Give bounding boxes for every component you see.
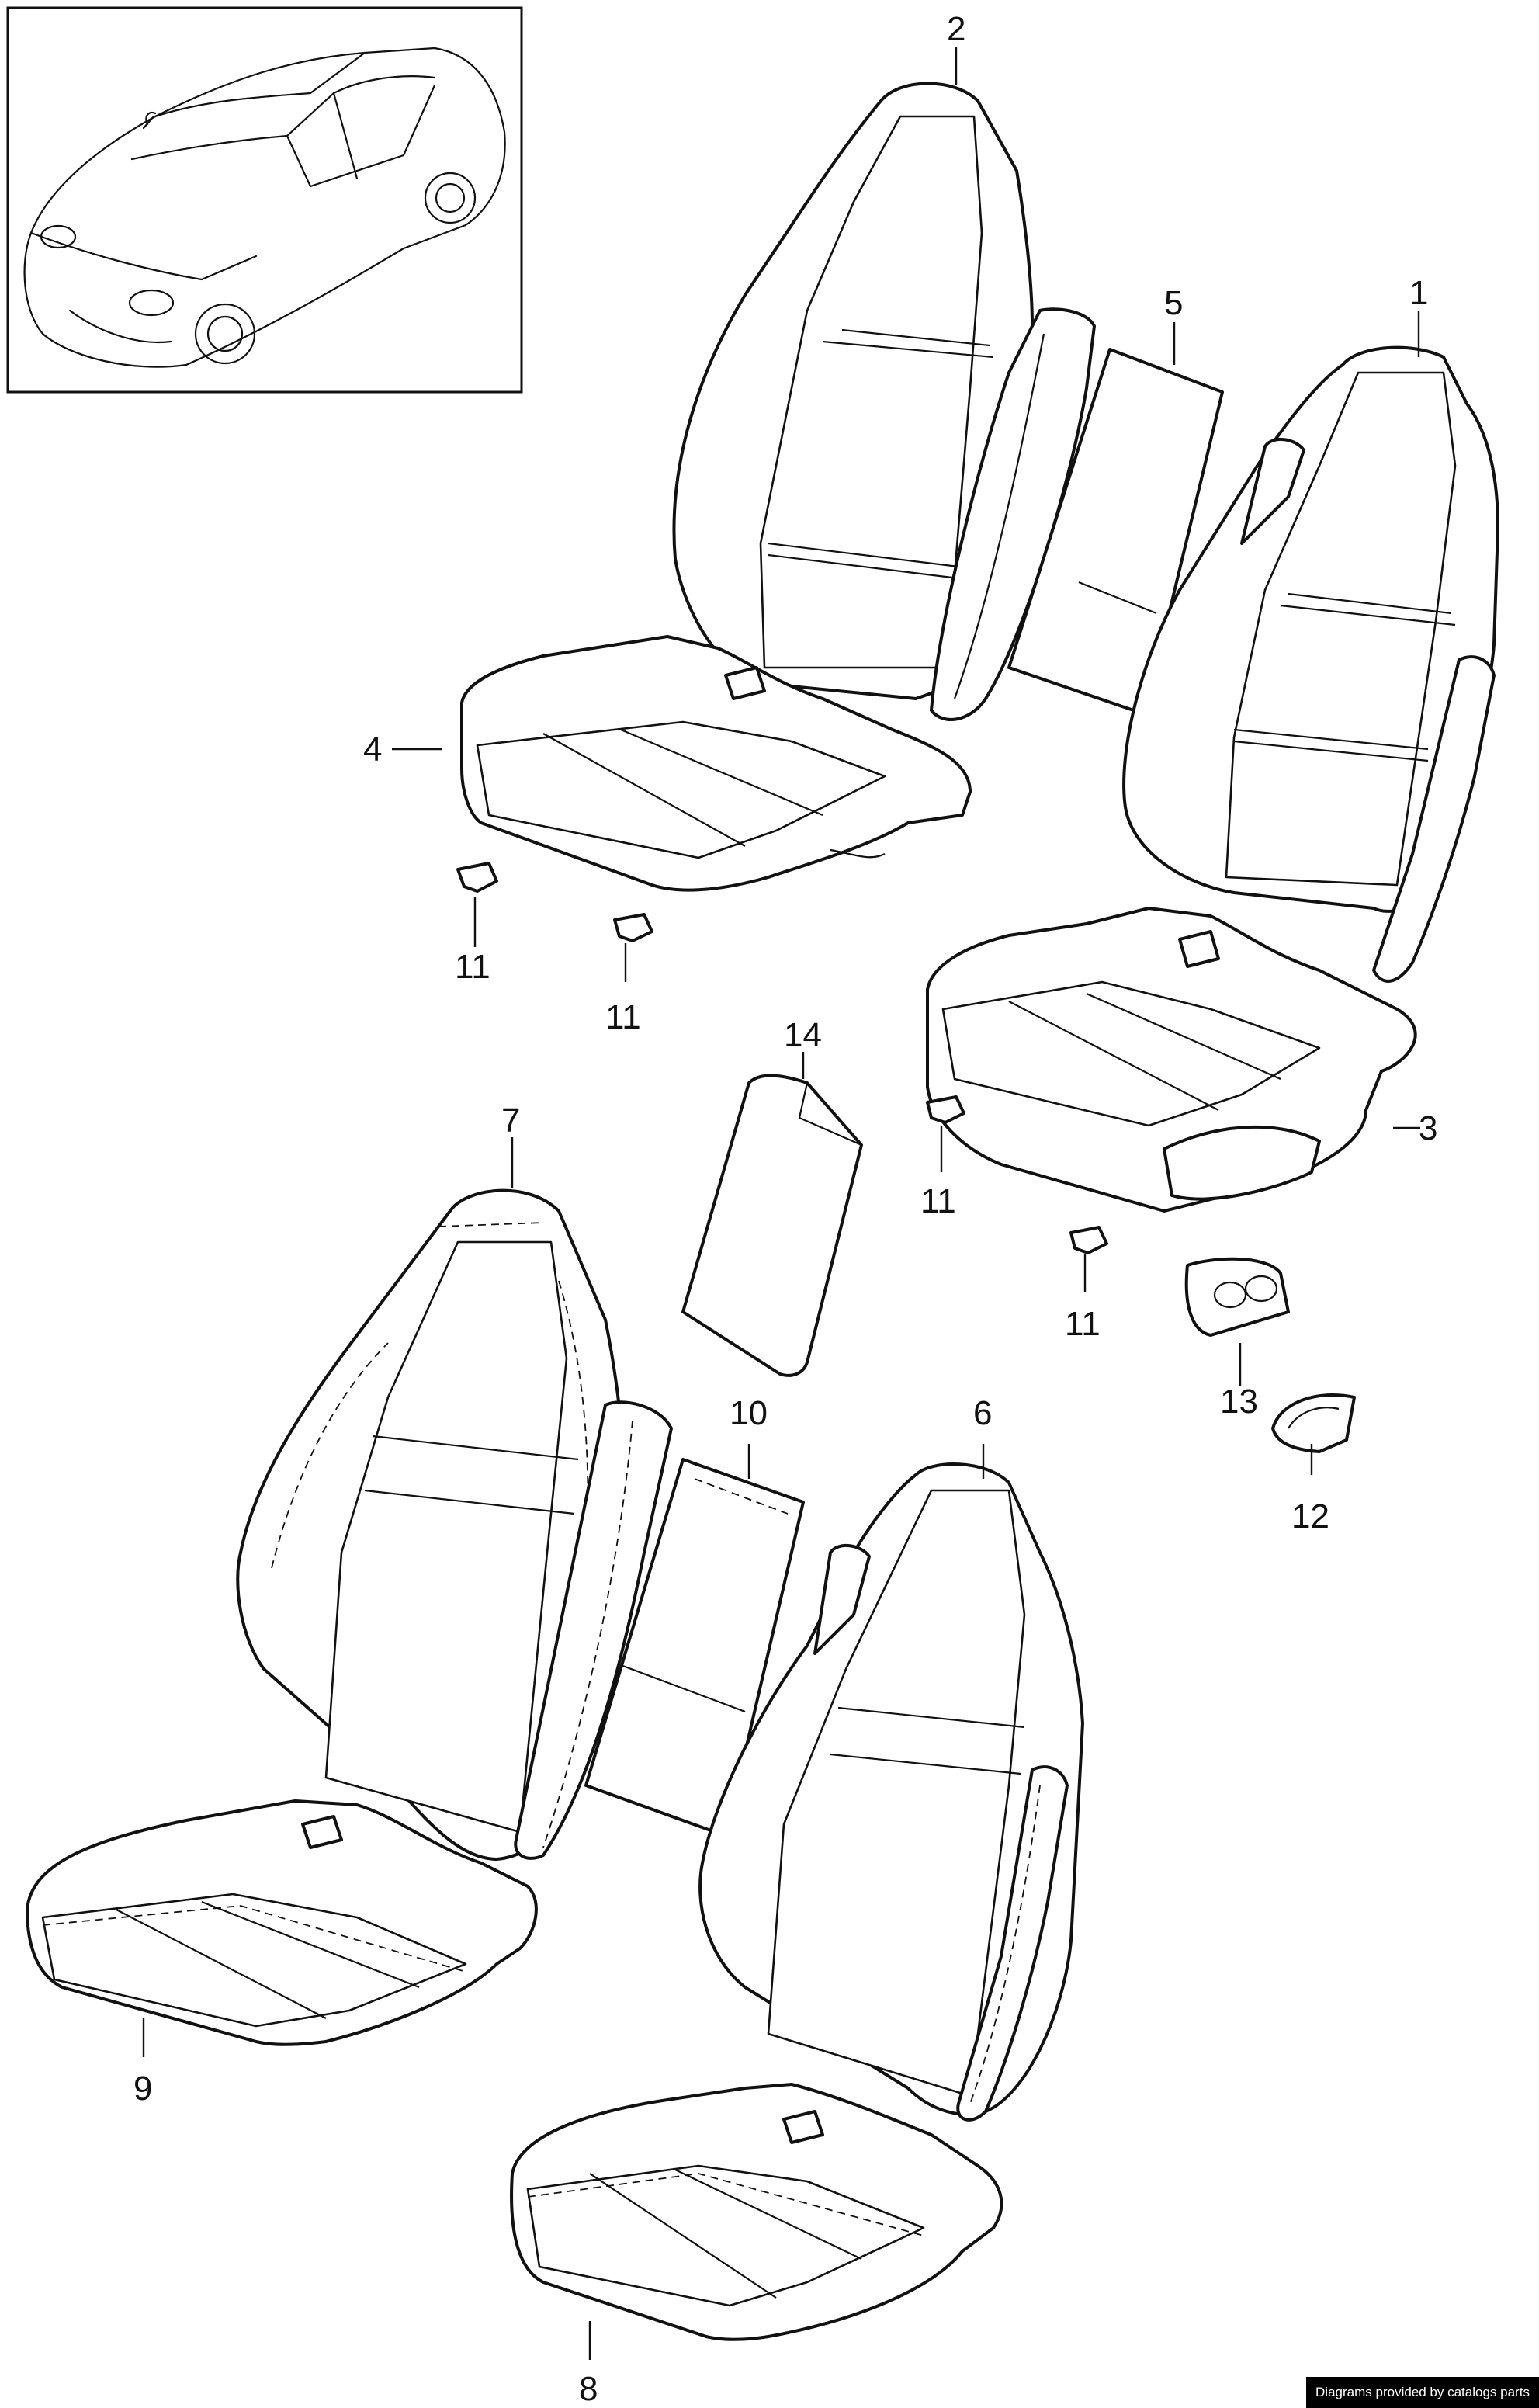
part-4-seat-cushion-cover — [460, 635, 972, 892]
inset-frame — [6, 6, 523, 394]
vehicle-inset — [6, 6, 523, 394]
part-6-backrest-cover — [698, 1462, 1084, 2122]
callout-11-b: 11 — [605, 998, 641, 1036]
credit-banner: Diagrams provided by catalogs parts — [1306, 2377, 1539, 2408]
callout-6: 6 — [973, 1394, 992, 1432]
part-2-backrest-cover — [672, 82, 1096, 721]
callout-4: 4 — [363, 730, 382, 769]
callout-8: 8 — [579, 2370, 598, 2408]
callout-11-c: 11 — [920, 1182, 956, 1220]
part-7-backrest-cover — [236, 1188, 673, 1861]
callout-9: 9 — [133, 2070, 152, 2108]
part-9-seat-cushion-cover — [26, 1799, 538, 2046]
callout-11-a: 11 — [455, 948, 490, 986]
part-3-seat-cushion-cover — [926, 907, 1417, 1213]
part-13-control-bezel — [1184, 1257, 1290, 1337]
car-illustration-icon — [23, 47, 506, 368]
callout-10: 10 — [730, 1394, 768, 1432]
clip-part-11-a — [456, 862, 498, 893]
callout-3: 3 — [1419, 1109, 1437, 1147]
leader-lines — [142, 47, 1420, 2360]
callout-11-d: 11 — [1065, 1305, 1101, 1343]
callout-12: 12 — [1291, 1497, 1329, 1535]
clip-part-11-c — [926, 1095, 965, 1124]
clip-part-11-b — [613, 913, 653, 942]
callout-7: 7 — [501, 1102, 520, 1140]
part-12-trim — [1271, 1393, 1356, 1453]
part-8-seat-cushion-cover — [510, 2083, 1003, 2341]
callout-13: 13 — [1220, 1383, 1258, 1421]
part-14-pad — [681, 1074, 863, 1377]
callout-14: 14 — [784, 1016, 822, 1054]
callout-5: 5 — [1164, 284, 1183, 322]
callout-2: 2 — [947, 10, 965, 48]
part-1-backrest-cover — [1122, 345, 1499, 983]
callout-1: 1 — [1409, 274, 1428, 312]
callout-labels: 2 1 5 4 11 11 14 3 11 7 11 13 10 6 12 9 … — [133, 10, 1437, 2408]
clip-part-11-d — [1069, 1226, 1108, 1254]
